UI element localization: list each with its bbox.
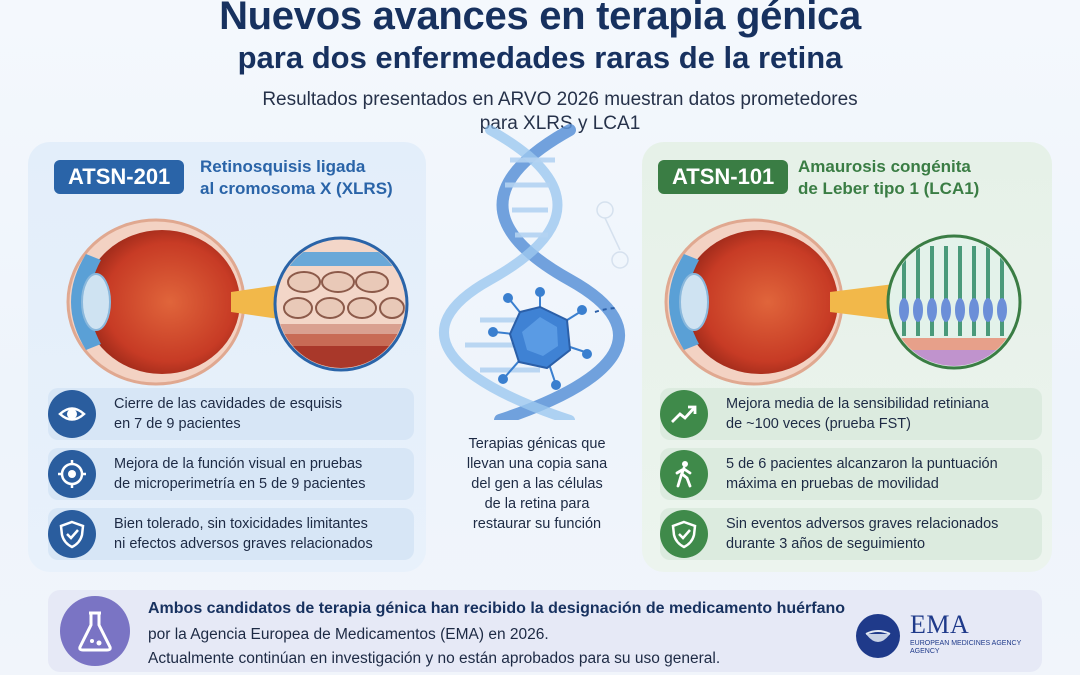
ema-sub-line2: AGENCY (910, 648, 940, 655)
disease-line1: Amaurosis congénita (798, 157, 971, 176)
explanation-line4: de la retina para (484, 496, 590, 512)
result-text: Sin eventos adversos graves relacionados… (726, 514, 998, 554)
result-line1: Bien tolerado, sin toxicidades limitante… (114, 516, 368, 532)
walking-person-icon (660, 450, 708, 498)
explanation-line1: Terapias génicas que (468, 436, 606, 452)
result-text: Cierre de las cavidades de esquisis en 7… (114, 394, 342, 434)
ema-sub-line1: EUROPEAN MEDICINES AGENCY (910, 640, 1022, 647)
result-text: Mejora media de la sensibilidad retinian… (726, 394, 989, 434)
trend-up-icon (660, 390, 708, 438)
explanation-line5: restaurar su función (472, 516, 602, 532)
atsn-101-badge: ATSN-101 (658, 160, 789, 194)
lca1-disease-name: Amaurosis congénita de Leber tipo 1 (LCA… (798, 156, 979, 200)
eye-icon (48, 390, 96, 438)
page-title-line1: Nuevos avances en terapia génica (219, 0, 861, 38)
orphan-designation-footer: Ambos candidatos de terapia génica han r… (48, 590, 1042, 672)
page-title-line2: para dos enfermedades raras de la retina (237, 40, 843, 75)
footer-headline: Ambos candidatos de terapia génica han r… (148, 600, 846, 617)
result-text: Bien tolerado, sin toxicidades limitante… (114, 514, 373, 554)
page-subtitle: Resultados presentados en ARVO 2026 mues… (230, 88, 890, 136)
flask-icon (60, 596, 130, 666)
disease-line2: al cromosoma X (XLRS) (200, 179, 393, 198)
footer-line2: por la Agencia Europea de Medicamentos (… (148, 626, 549, 643)
result-line2: de ~100 veces (prueba FST) (726, 416, 911, 432)
result-line2: en 7 de 9 pacientes (114, 416, 241, 432)
xlrs-result-2: Mejora de la función visual en pruebas d… (48, 448, 414, 500)
virus-particle-icon (488, 287, 615, 390)
xlrs-result-1: Cierre de las cavidades de esquisis en 7… (48, 388, 414, 440)
target-icon (48, 450, 96, 498)
result-line2: ni efectos adversos graves relacionados (114, 536, 373, 552)
shield-check-icon (660, 510, 708, 558)
xlrs-panel: ATSN-201 Retinosquisis ligada al cromoso… (28, 142, 426, 572)
eye-cross-section-illustration (66, 218, 409, 386)
footer-line3: Actualmente continúan en investigación y… (148, 650, 721, 667)
explanation-line3: del gen a las células (471, 476, 603, 492)
lca1-panel: ATSN-101 Amaurosis congénita de Leber ti… (642, 142, 1052, 572)
lca1-result-2: 5 de 6 pacientes alcanzaron la puntuació… (660, 448, 1042, 500)
result-line2: máxima en pruebas de movilidad (726, 476, 939, 492)
result-line1: 5 de 6 pacientes alcanzaron la puntuació… (726, 456, 998, 472)
result-text: Mejora de la función visual en pruebas d… (114, 454, 365, 494)
shield-check-icon (48, 510, 96, 558)
result-line2: durante 3 años de seguimiento (726, 536, 926, 552)
result-line1: Cierre de las cavidades de esquisis (114, 396, 343, 412)
result-line1: Mejora de la función visual en pruebas (114, 456, 363, 472)
ema-emblem-icon (856, 614, 900, 658)
result-text: 5 de 6 pacientes alcanzaron la puntuació… (726, 454, 998, 494)
subtitle-line2: para XLRS y LCA1 (479, 113, 641, 134)
disease-line2: de Leber tipo 1 (LCA1) (798, 179, 980, 198)
disease-line1: Retinosquisis ligada (200, 157, 366, 176)
xlrs-result-3: Bien tolerado, sin toxicidades limitante… (48, 508, 414, 560)
subtitle-line1: Resultados presentados en ARVO 2026 mues… (262, 89, 858, 110)
atsn-201-badge: ATSN-201 (54, 160, 185, 194)
gene-therapy-explanation: Terapias génicas que llevan una copia sa… (444, 434, 630, 534)
result-line2: de microperimetría en 5 de 9 pacientes (114, 476, 366, 492)
lca1-result-1: Mejora media de la sensibilidad retinian… (660, 388, 1042, 440)
ema-logo-text: EMA (910, 610, 970, 639)
ema-logo-subtext: EUROPEAN MEDICINES AGENCY AGENCY (910, 640, 1040, 656)
eye-photoreceptor-illustration (664, 218, 1022, 386)
xlrs-disease-name: Retinosquisis ligada al cromosoma X (XLR… (200, 156, 393, 200)
ema-logo: EMA EUROPEAN MEDICINES AGENCY AGENCY (856, 608, 1036, 658)
result-line1: Sin eventos adversos graves relacionados (726, 516, 999, 532)
explanation-line2: llevan una copia sana (466, 456, 608, 472)
result-line1: Mejora media de la sensibilidad retinian… (726, 396, 989, 412)
lca1-result-3: Sin eventos adversos graves relacionados… (660, 508, 1042, 560)
